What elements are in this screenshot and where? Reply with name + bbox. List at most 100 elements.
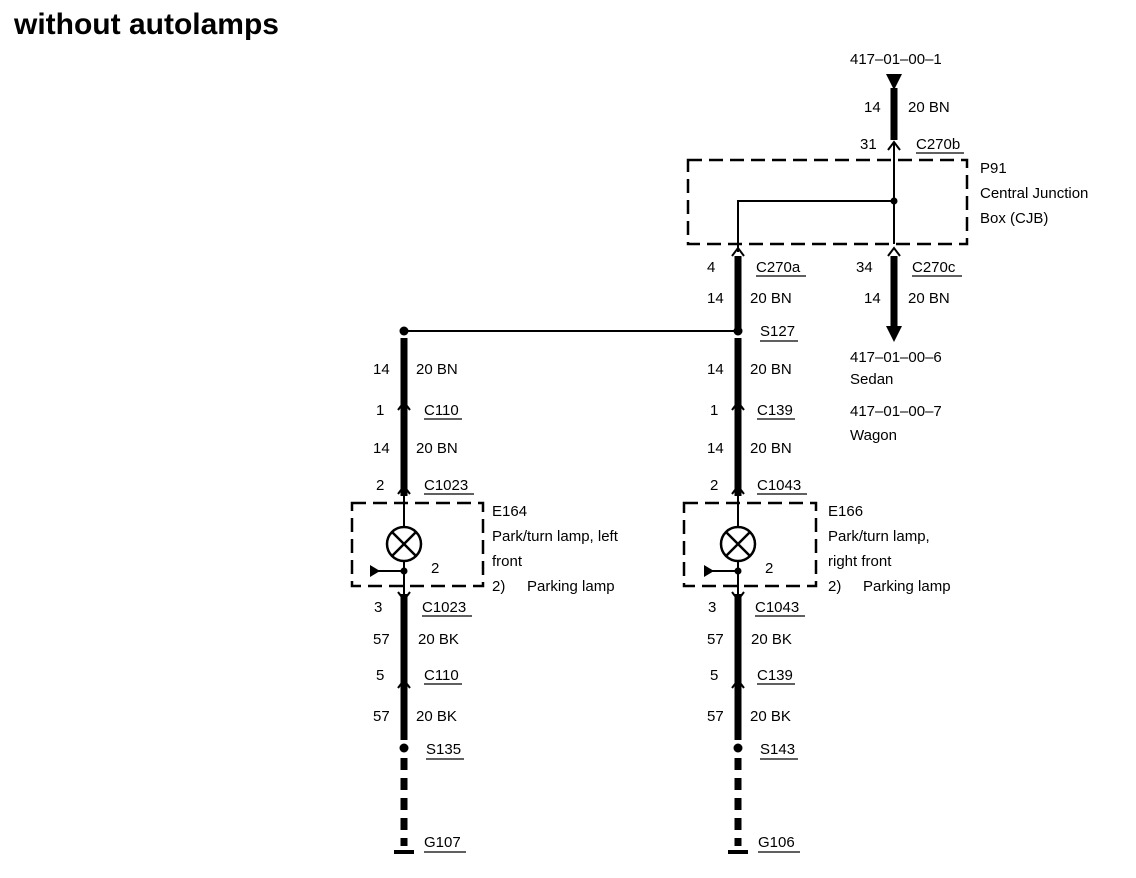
right-branch: 14 20 BN 1 C139 14 20 BN 2 C1043 2 E166 … — [682, 338, 951, 854]
ground-flag-icon — [704, 565, 714, 577]
left-w4-circuit: 57 — [373, 708, 390, 725]
right-splice-label: S143 — [760, 741, 795, 758]
c270a-spec: 20 BN — [750, 290, 792, 307]
connector-c270c-icon — [887, 246, 901, 257]
right-w2-spec: 20 BN — [750, 440, 792, 457]
left-lamp-desc2: front — [492, 553, 523, 570]
left-lamp-junction-dot — [400, 567, 408, 575]
right-w3-spec: 20 BK — [751, 631, 792, 648]
top-feed-circuit: 14 — [864, 99, 881, 116]
cjb-name-line1: Central Junction — [980, 185, 1088, 202]
left-splice-label: S135 — [426, 741, 461, 758]
left-c2-pin: 2 — [376, 477, 384, 494]
variant-wagon: Wagon — [850, 427, 897, 444]
right-w3-circuit: 57 — [707, 631, 724, 648]
right-c3-label: C1043 — [755, 599, 799, 616]
splice-s127-dot — [733, 326, 743, 336]
c270c-circuit: 14 — [864, 290, 881, 307]
connector-c110-bottom-icon — [397, 678, 411, 689]
left-c1-label: C110 — [424, 402, 459, 419]
output-arrow-icon — [886, 326, 902, 342]
left-w2-spec: 20 BN — [416, 440, 458, 457]
right-lamp-pin: 2 — [765, 560, 773, 577]
c270c-pin: 34 — [856, 259, 873, 276]
cjb-internal-branch — [737, 200, 894, 252]
right-ground-label: G106 — [758, 834, 795, 851]
lamp-bulb-icon — [719, 525, 757, 563]
right-c3-pin: 3 — [708, 599, 716, 616]
cjb-name-line2: Box (CJB) — [980, 210, 1048, 227]
left-w3-spec: 20 BK — [418, 631, 459, 648]
c270a-circuit: 14 — [707, 290, 724, 307]
ref-wagon: 417–01–00–7 — [850, 403, 942, 420]
connector-c270a-icon — [731, 246, 745, 257]
right-w4-spec: 20 BK — [750, 708, 791, 725]
right-c1-pin: 1 — [710, 402, 718, 419]
left-branch: 14 20 BN 1 C110 14 20 BN 2 C1023 2 E164 … — [350, 338, 619, 854]
right-lamp-desc1: Park/turn lamp, — [828, 528, 930, 545]
left-c3-pin: 3 — [374, 599, 382, 616]
ground-flag-icon — [370, 565, 380, 577]
left-lamp-note-num: 2) — [492, 578, 505, 595]
lamp-bulb-icon — [385, 525, 423, 563]
left-lamp-note: Parking lamp — [527, 578, 615, 595]
connector-c270a-label: C270a — [756, 259, 801, 276]
right-c2-label: C1043 — [757, 477, 801, 494]
cjb-junction-dot — [890, 197, 898, 205]
right-w4-circuit: 57 — [707, 708, 724, 725]
connector-c1023-top-icon — [397, 484, 411, 495]
left-c4-pin: 5 — [376, 667, 384, 684]
left-lamp-box — [350, 501, 485, 588]
connector-c139-top-icon — [731, 400, 745, 411]
connector-c1043-top-icon — [731, 484, 745, 495]
left-c2-label: C1023 — [424, 477, 468, 494]
connector-c270b-label: C270b — [916, 136, 960, 153]
left-w1-circuit: 14 — [373, 361, 390, 378]
top-feed-ref: 417–01–00–1 — [850, 51, 942, 68]
top-feed-spec: 20 BN — [908, 99, 950, 116]
left-c1-pin: 1 — [376, 402, 384, 419]
left-ground-label: G107 — [424, 834, 461, 851]
top-feed-pin: 31 — [860, 136, 877, 153]
ref-sedan: 417–01–00–6 — [850, 349, 942, 366]
right-c1-label: C139 — [757, 402, 793, 419]
left-lamp-id: E164 — [492, 503, 527, 520]
c270c-spec: 20 BN — [908, 290, 950, 307]
connector-c1023-bottom-icon — [397, 591, 411, 602]
connector-c1043-bottom-icon — [731, 591, 745, 602]
cjb-id: P91 — [980, 160, 1007, 177]
right-c4-label: C139 — [757, 667, 793, 684]
right-lamp-junction-dot — [734, 567, 742, 575]
splice-left-dot — [399, 326, 409, 336]
left-c3-label: C1023 — [422, 599, 466, 616]
right-w1-circuit: 14 — [707, 361, 724, 378]
left-w4-spec: 20 BK — [416, 708, 457, 725]
right-w1-spec: 20 BN — [750, 361, 792, 378]
left-w1-spec: 20 BN — [416, 361, 458, 378]
right-lamp-note-num: 2) — [828, 578, 841, 595]
cjb-box — [686, 158, 969, 246]
right-w2-circuit: 14 — [707, 440, 724, 457]
right-c2-pin: 2 — [710, 477, 718, 494]
right-lamp-note: Parking lamp — [863, 578, 951, 595]
right-splice-dot — [733, 743, 743, 753]
left-lamp-desc1: Park/turn lamp, left — [492, 528, 619, 545]
left-w2-circuit: 14 — [373, 440, 390, 457]
variant-sedan: Sedan — [850, 371, 893, 388]
connector-c139-bottom-icon — [731, 678, 745, 689]
page-title: without autolamps — [13, 8, 279, 41]
left-lamp-pin: 2 — [431, 560, 439, 577]
connector-c270c-label: C270c — [912, 259, 956, 276]
right-lamp-id: E166 — [828, 503, 863, 520]
feed-arrow-icon — [886, 74, 902, 90]
connector-c110-top-icon — [397, 400, 411, 411]
right-lamp-desc2: right front — [828, 553, 892, 570]
c270a-pin: 4 — [707, 259, 715, 276]
right-c4-pin: 5 — [710, 667, 718, 684]
left-splice-dot — [399, 743, 409, 753]
splice-s127-label: S127 — [760, 323, 795, 340]
right-lamp-box — [682, 501, 818, 588]
left-c4-label: C110 — [424, 667, 459, 684]
left-w3-circuit: 57 — [373, 631, 390, 648]
